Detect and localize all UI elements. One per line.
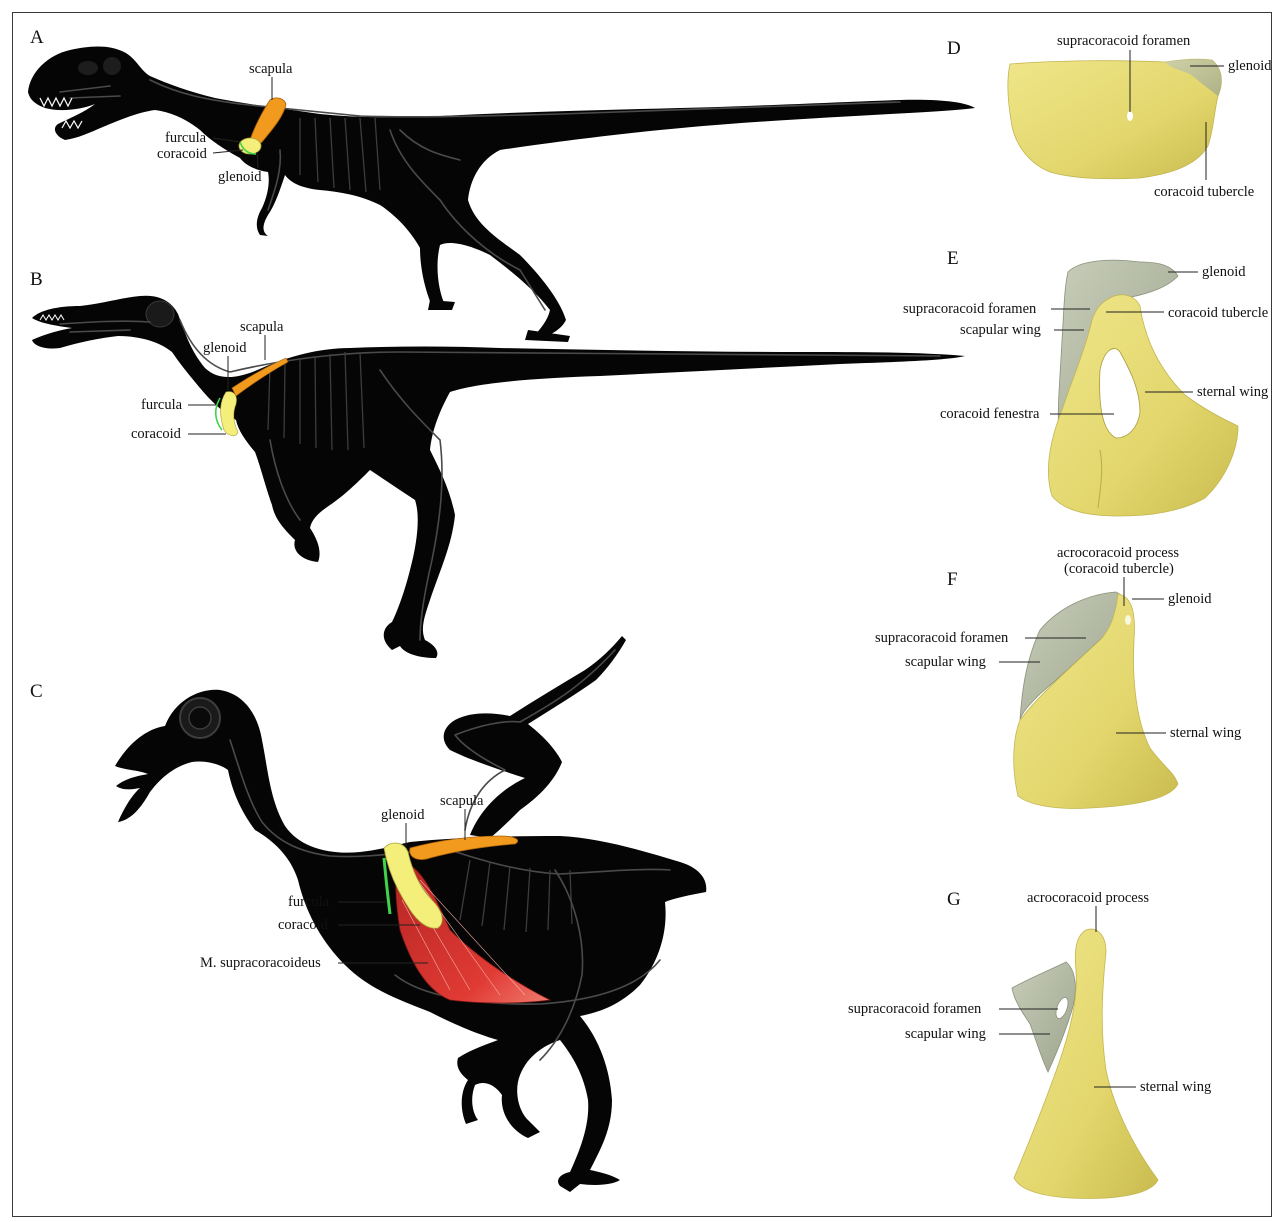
panel-b-label-furcula: furcula xyxy=(141,397,183,413)
panel-a-letter: A xyxy=(30,27,44,48)
panel-e: E glenoid supracoracoid foramen coracoid… xyxy=(903,248,1268,516)
panel-e-label-scapular-wing: scapular wing xyxy=(960,322,1041,338)
panel-a-label-furcula: furcula xyxy=(165,130,207,146)
panel-c-label-coracoid: coracoid xyxy=(278,917,329,933)
panel-c-letter: C xyxy=(30,681,43,702)
panel-b-label-scapula: scapula xyxy=(240,319,284,335)
panel-e-label-sternal-wing: sternal wing xyxy=(1197,384,1268,400)
panel-d-label-foramen: supracoracoid foramen xyxy=(1057,33,1191,49)
panel-g-label-foramen: supracoracoid foramen xyxy=(848,1001,982,1017)
panel-f-label-glenoid: glenoid xyxy=(1168,591,1212,607)
panel-d-letter: D xyxy=(947,38,961,59)
panel-c-label-muscle: M. supracoracoideus xyxy=(200,955,321,971)
panel-c: C xyxy=(30,636,706,1192)
panel-c-label-furcula: furcula xyxy=(288,894,330,910)
panel-c-label-scapula: scapula xyxy=(440,793,484,809)
panel-e-label-glenoid: glenoid xyxy=(1202,264,1246,280)
panel-d-label-tubercle: coracoid tubercle xyxy=(1154,184,1254,200)
panel-e-letter: E xyxy=(947,248,959,269)
panel-a: A xyxy=(28,27,975,342)
panel-g-label-sternal-wing: sternal wing xyxy=(1140,1079,1211,1095)
panel-f-label-foramen: supracoracoid foramen xyxy=(875,630,1009,646)
panel-f-letter: F xyxy=(947,569,958,590)
panel-a-label-coracoid: coracoid xyxy=(157,146,208,162)
panel-g: G acrocoracoid process supracoracoid for… xyxy=(848,889,1211,1198)
panel-a-silhouette xyxy=(28,47,975,343)
panel-f-label-acro-line2: (coracoid tubercle) xyxy=(1064,561,1174,577)
panel-g-label-scapular-wing: scapular wing xyxy=(905,1026,986,1042)
panel-e-label-foramen: supracoracoid foramen xyxy=(903,301,1037,317)
panel-b-label-glenoid: glenoid xyxy=(203,340,247,356)
panel-b-letter: B xyxy=(30,269,43,290)
panel-b-label-coracoid: coracoid xyxy=(131,426,182,442)
panel-d-coracoid xyxy=(1008,59,1222,179)
panel-g-sternal-wing xyxy=(1014,929,1158,1198)
panel-a-label-scapula: scapula xyxy=(249,61,293,77)
panel-d: D supracoracoid foramen glenoid coracoid… xyxy=(947,33,1272,200)
panel-b-silhouette xyxy=(32,296,965,658)
panel-c-label-glenoid: glenoid xyxy=(381,807,425,823)
panel-g-label-acro: acrocoracoid process xyxy=(1027,890,1149,906)
panel-d-label-glenoid: glenoid xyxy=(1228,58,1272,74)
panel-g-letter: G xyxy=(947,889,961,910)
panel-f-label-scapular-wing: scapular wing xyxy=(905,654,986,670)
panel-f-label-acro-line1: acrocoracoid process xyxy=(1057,545,1179,561)
panel-e-label-fenestra: coracoid fenestra xyxy=(940,406,1040,422)
panel-b: B scapula glenoid furcula xyxy=(30,269,965,658)
panel-f: F acrocoracoid process (coracoid tubercl… xyxy=(875,545,1241,809)
panel-e-label-tubercle: coracoid tubercle xyxy=(1168,305,1268,321)
panel-f-label-sternal-wing: sternal wing xyxy=(1170,725,1241,741)
panel-a-label-glenoid: glenoid xyxy=(218,169,262,185)
